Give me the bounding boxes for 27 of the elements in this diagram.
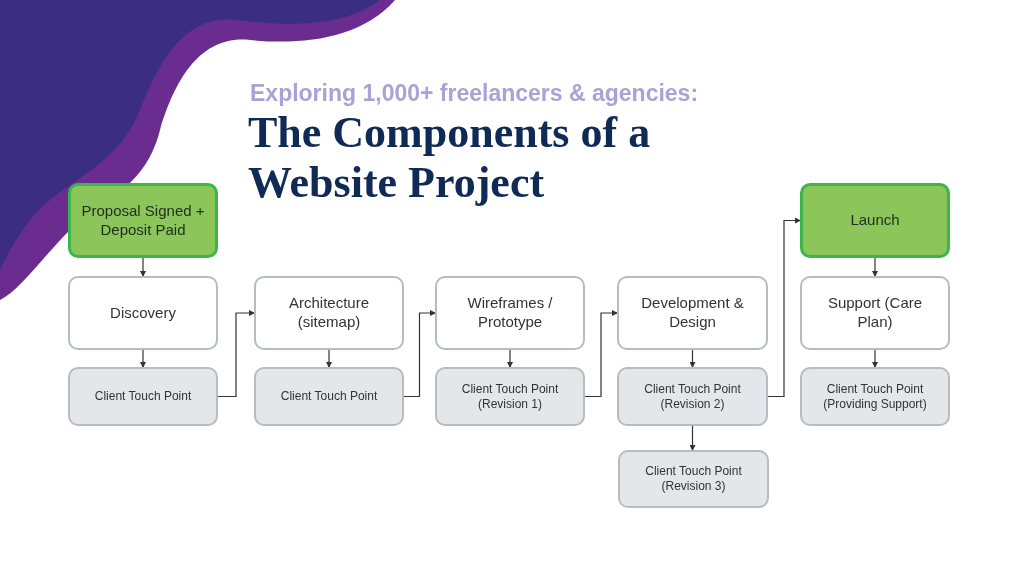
arrow [403, 310, 436, 398]
arrow [872, 257, 878, 277]
arrow [584, 310, 618, 398]
arrow [767, 217, 801, 398]
arrow [140, 349, 146, 368]
touch-point-box: Client Touch Point [254, 367, 404, 426]
subtitle: Exploring 1,000+ freelancers & agencies: [250, 79, 699, 108]
process-box: Wireframes / Prototype [435, 276, 585, 350]
arrow [140, 257, 146, 277]
process-box: Development & Design [617, 276, 768, 350]
arrow [507, 349, 513, 368]
process-box: Architecture (sitemap) [254, 276, 404, 350]
milestone-box: Proposal Signed + Deposit Paid [68, 183, 218, 258]
touch-point-box: Client Touch Point (Revision 3) [618, 450, 769, 508]
milestone-box: Launch [800, 183, 950, 258]
touch-point-box: Client Touch Point [68, 367, 218, 426]
arrow [217, 310, 255, 398]
arrow [689, 349, 696, 368]
title: The Components of a Website Project [248, 108, 652, 208]
process-box: Discovery [68, 276, 218, 350]
arrow [872, 349, 878, 368]
touch-point-box: Client Touch Point (Revision 1) [435, 367, 585, 426]
arrow [326, 349, 332, 368]
process-box: Support (Care Plan) [800, 276, 950, 350]
arrow [689, 425, 696, 451]
touch-point-box: Client Touch Point (Providing Support) [800, 367, 950, 426]
touch-point-box: Client Touch Point (Revision 2) [617, 367, 768, 426]
